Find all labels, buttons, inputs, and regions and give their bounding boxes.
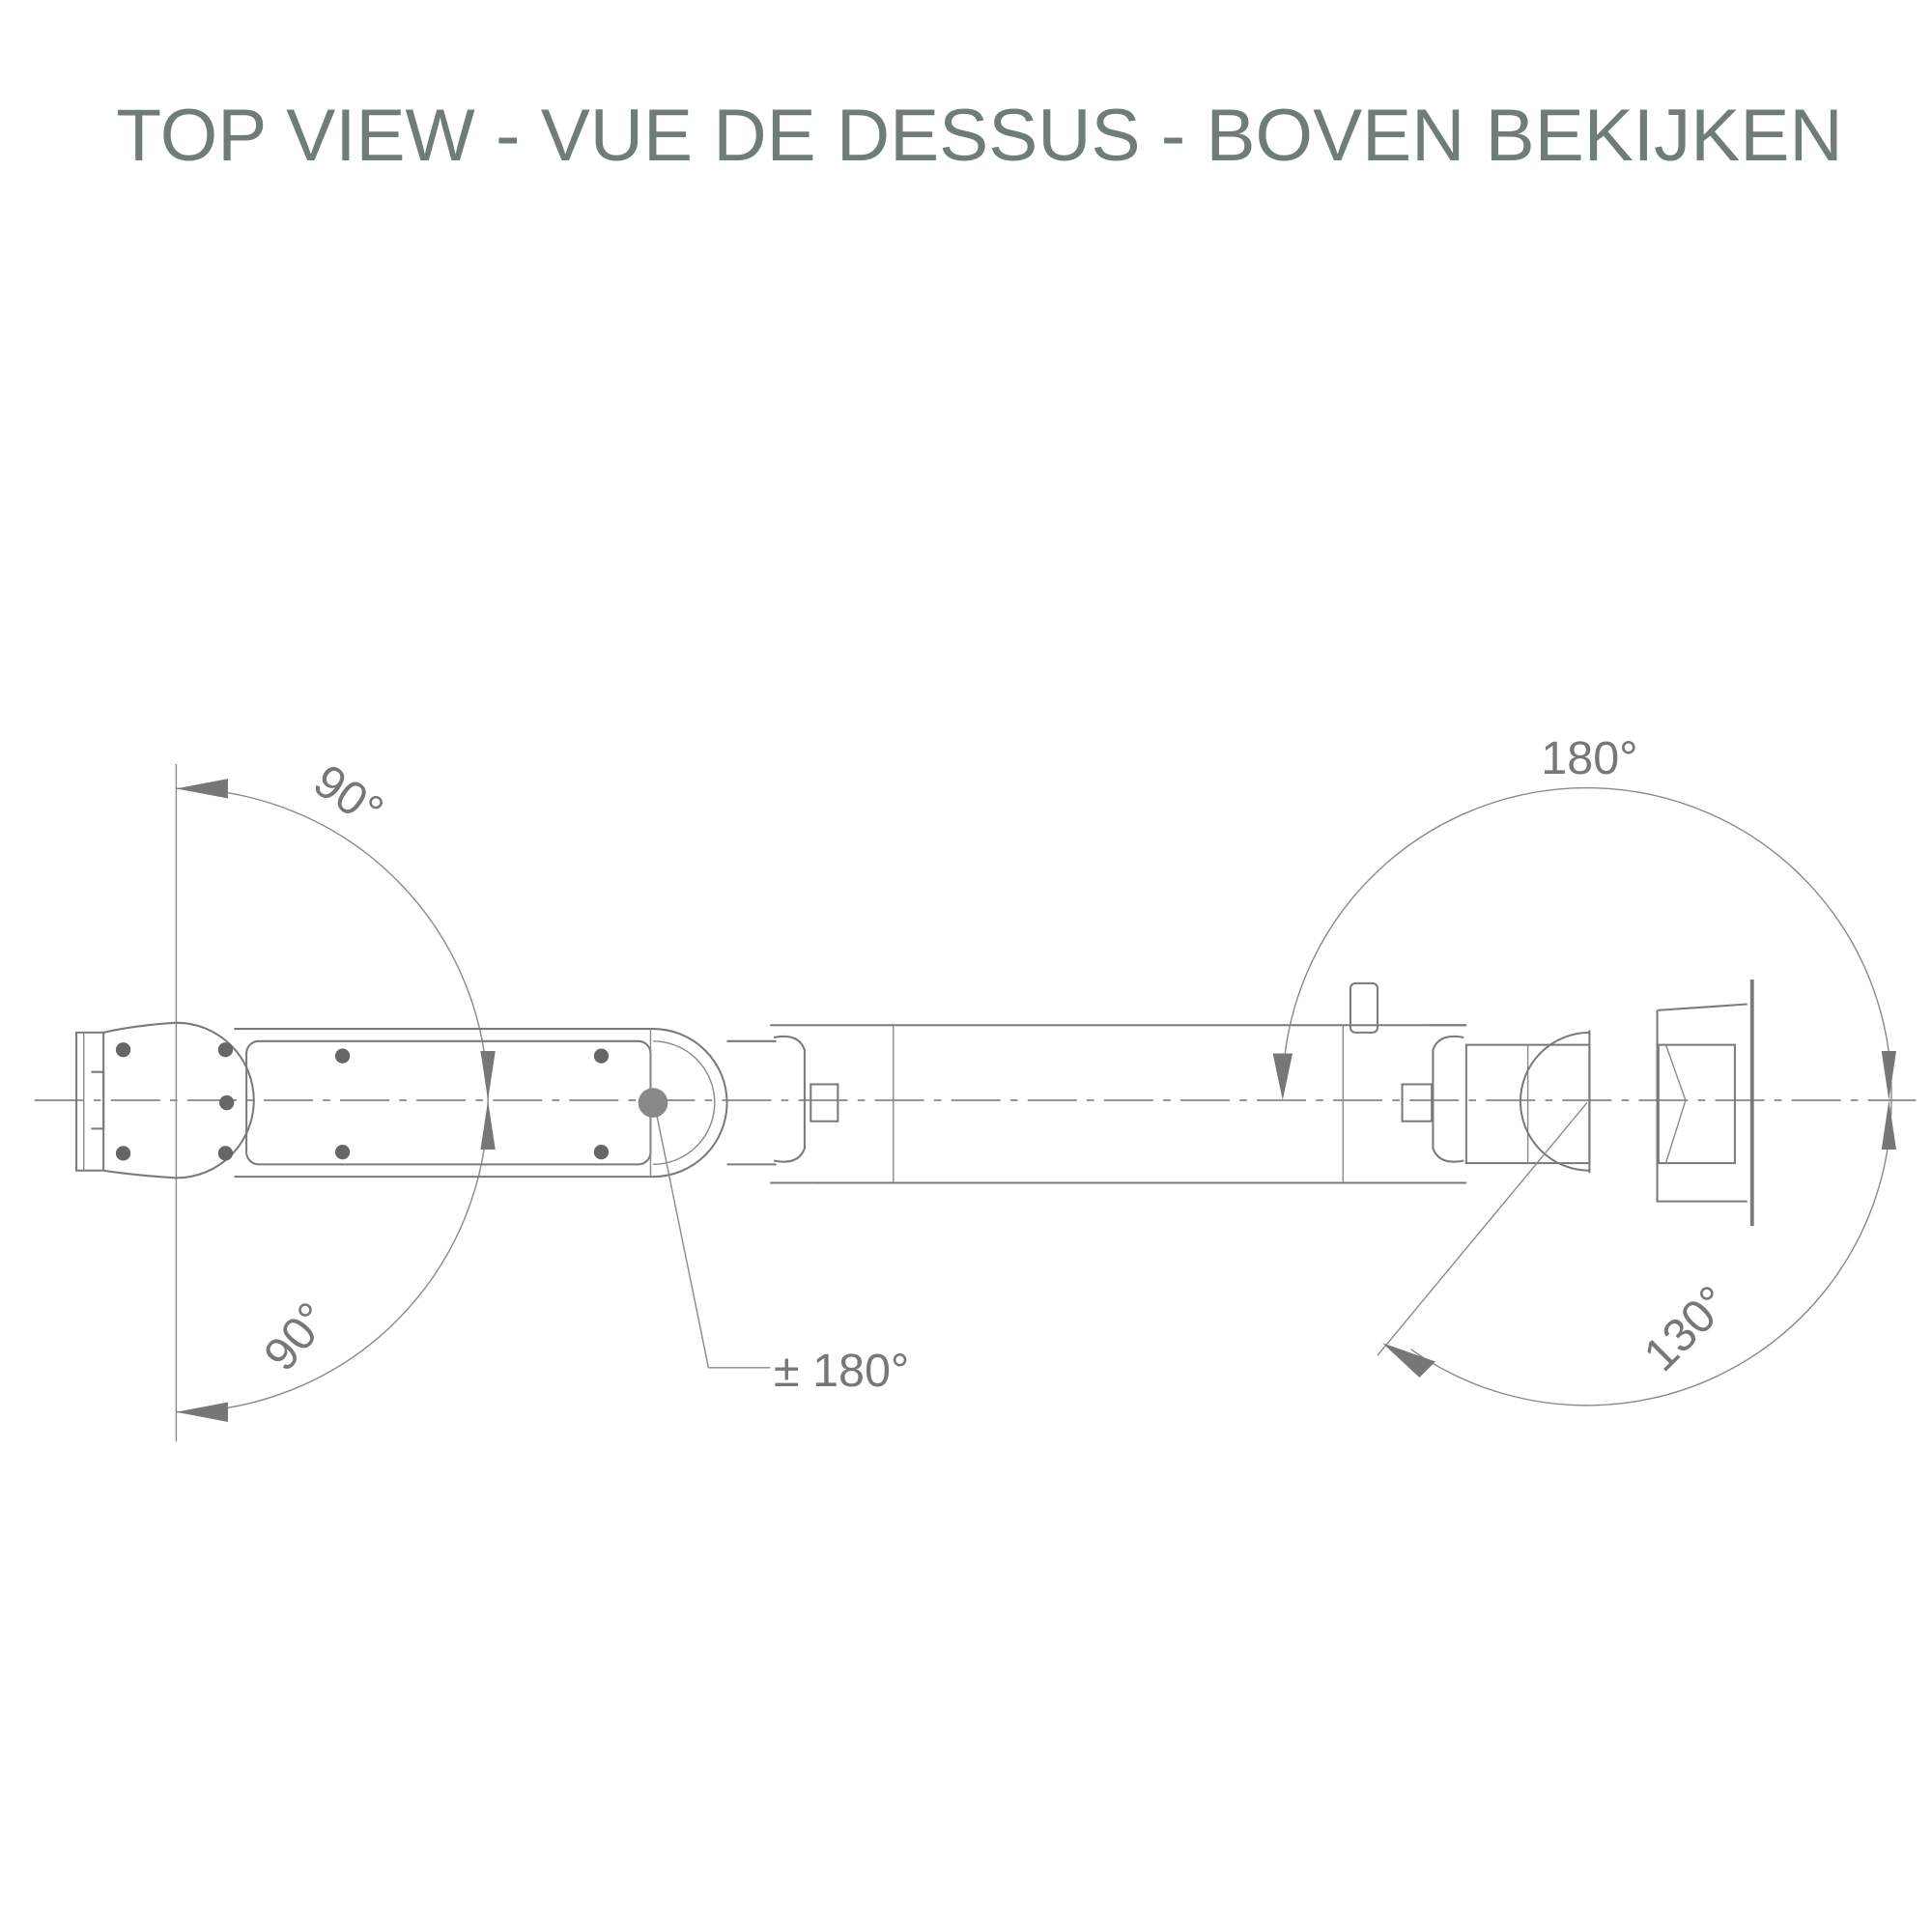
head-upper-angle-label: 180°: [1541, 732, 1637, 784]
elbow-rotation-callout: ± 180°: [654, 1108, 909, 1397]
arm-segment-2: [726, 981, 1466, 1184]
head-rotation-dimension: 180° 130°: [1272, 732, 1897, 1406]
arm-segment-1: [234, 1028, 728, 1179]
base-lower-angle-label: 90°: [254, 1293, 339, 1380]
diagram-title: TOP VIEW - VUE DE DESSUS - BOVEN BEKIJKE…: [116, 95, 1842, 177]
elbow-angle-label: ± 180°: [774, 1345, 909, 1397]
monitor-head: [1464, 980, 1754, 1227]
base-mount: [75, 1021, 255, 1179]
base-upper-angle-label: 90°: [304, 754, 392, 838]
head-lower-angle-label: 130°: [1634, 1276, 1740, 1381]
